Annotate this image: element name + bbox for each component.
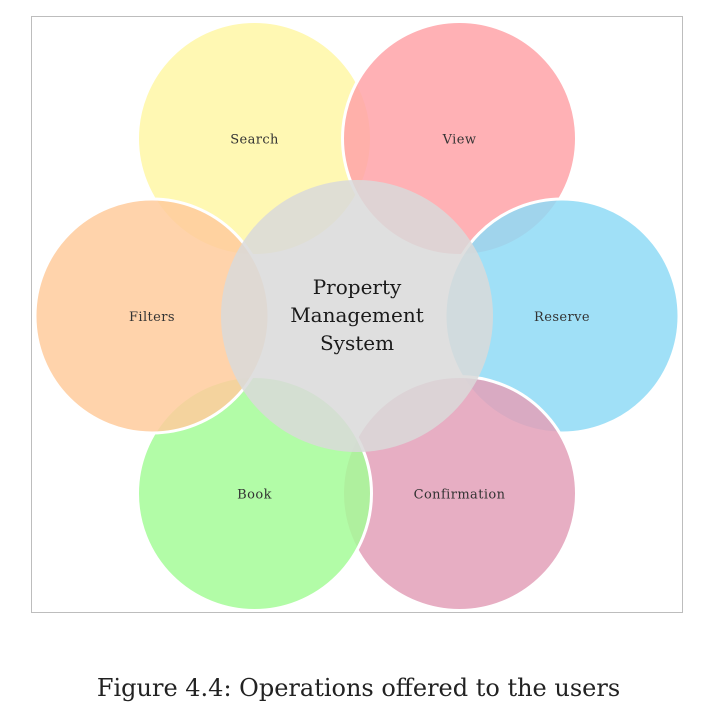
petal-label-search: Search: [230, 133, 279, 148]
center-label-line-3: System: [320, 331, 394, 355]
petal-label-filters: Filters: [129, 310, 175, 325]
center-node: Property Management System: [221, 180, 493, 452]
petal-label-view: View: [442, 133, 477, 148]
figure-caption: Figure 4.4: Operations offered to the us…: [96, 674, 621, 702]
operations-diagram: Property Management System Search ViewRes…: [33, 20, 681, 612]
center-label-line-2: Management: [290, 303, 424, 327]
petal-label-book: Book: [237, 488, 272, 503]
petal-label-reserve: Reserve: [534, 310, 590, 325]
petal-label-confirmation: Confirmation: [414, 488, 506, 503]
diagram-frame: [31, 16, 683, 613]
center-label-line-1: Property: [313, 275, 402, 299]
center-circle: [221, 180, 493, 452]
